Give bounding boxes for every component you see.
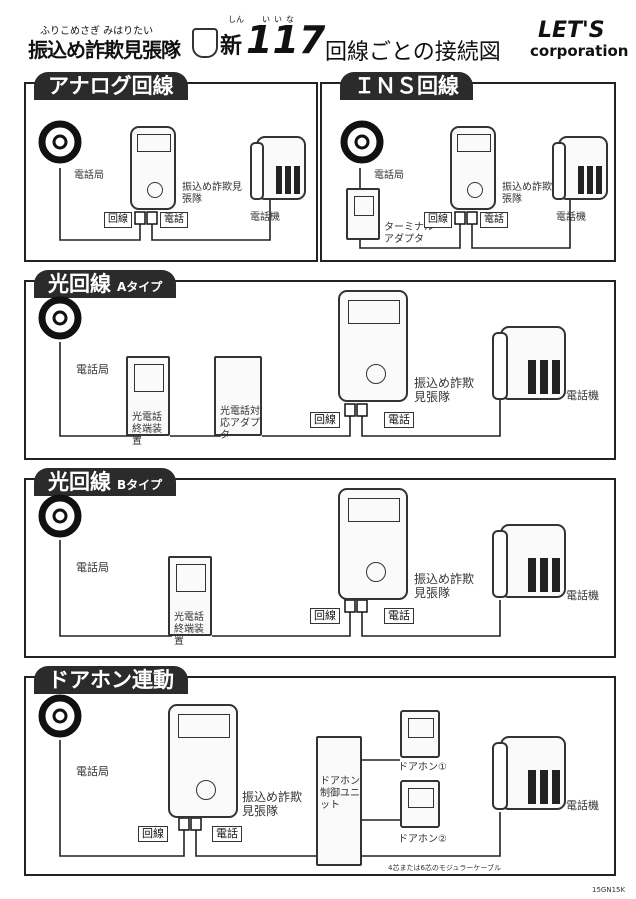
hikari-b-line-port: 回線: [310, 608, 340, 624]
hikari-b-unit: [338, 488, 408, 600]
ins-phone-port: 電話: [480, 212, 508, 228]
doorphone-1: [400, 710, 440, 758]
door-unit: [168, 704, 238, 818]
ins-phone: [552, 136, 608, 200]
ins-unit: [450, 126, 496, 210]
hikari-b-phone-port: 電話: [384, 608, 414, 624]
hikari-a-optical-adapter-label: 光電話対応アダプタ: [220, 406, 260, 441]
section-hikari-b-title: 光回線 Bタイプ: [34, 468, 177, 496]
hikari-b-phone-label: 電話機: [566, 589, 599, 602]
unit-screen: [178, 714, 230, 738]
hikari-b-optical-terminal: [168, 556, 212, 636]
doorphone-screen: [408, 788, 434, 808]
doorphone-control-unit: [316, 736, 362, 866]
company-logo-top: LET'S: [538, 18, 605, 43]
unit-speaker: [147, 182, 163, 198]
unit-speaker: [366, 364, 386, 384]
analog-station-label: 電話局: [74, 170, 104, 181]
handset: [492, 332, 508, 400]
hikari-a-station-label: 電話局: [76, 363, 109, 376]
section-hikari-a-subtitle: Aタイプ: [117, 280, 163, 294]
handset: [492, 530, 508, 598]
terminal-screen: [134, 364, 164, 392]
terminal-screen: [176, 564, 206, 592]
hikari-a-optical-terminal-label: 光電話終端装置: [132, 412, 162, 447]
hikari-a-unit: [338, 290, 408, 402]
unit-speaker: [196, 780, 216, 800]
handset: [250, 142, 264, 200]
unit-screen: [348, 300, 400, 324]
analog-phone: [250, 136, 306, 200]
hikari-a-optical-adapter: [214, 356, 262, 436]
keypad: [528, 558, 560, 592]
ins-station-label: 電話局: [374, 170, 404, 181]
doorphone-1-label: ドアホン①: [398, 762, 447, 773]
ins-terminal-adapter: [346, 188, 380, 240]
ins-line-port: 回線: [424, 212, 452, 228]
section-hikari-a-title-text: 光回線: [48, 272, 111, 296]
door-phone: [492, 736, 566, 810]
section-hikari-a-title: 光回線 Aタイプ: [34, 270, 177, 298]
hikari-b-unit-label: 振込め詐欺見張隊: [414, 572, 475, 600]
hikari-b-optical-terminal-label: 光電話終端装置: [174, 612, 204, 647]
cable-note: 4芯または6芯のモジュラーケーブル: [388, 864, 501, 872]
company-logo-bottom: corporation: [530, 42, 629, 60]
unit-screen: [457, 134, 491, 152]
hikari-a-optical-terminal: [126, 356, 170, 436]
brand-logo: 振込め詐欺見張隊: [28, 38, 181, 62]
hikari-b-station-label: 電話局: [76, 561, 109, 574]
analog-phone-label: 電話機: [250, 212, 280, 223]
keypad: [578, 166, 604, 194]
hikari-a-phone: [492, 326, 566, 400]
section-ins-title-text: ＩＮＳ回線: [354, 74, 459, 98]
analog-unit: [130, 126, 176, 210]
section-hikari-b-subtitle: Bタイプ: [117, 478, 163, 492]
ins-phone-label: 電話機: [556, 212, 586, 223]
diagram-title: 回線ごとの接続図: [325, 40, 501, 65]
door-station-label: 電話局: [76, 765, 109, 778]
keypad: [276, 166, 302, 194]
ins-unit-label: 振込め詐欺見張隊: [502, 182, 562, 205]
footer-code: 15GN15K: [592, 886, 626, 894]
keypad: [528, 360, 560, 394]
unit-speaker: [467, 182, 483, 198]
doorphone-2-label: ドアホン②: [398, 834, 447, 845]
adapter-screen: [354, 196, 374, 216]
unit-speaker: [366, 562, 386, 582]
section-door-title: ドアホン連動: [34, 666, 188, 694]
unit-screen: [348, 498, 400, 522]
hikari-a-unit-label: 振込め詐欺見張隊: [414, 376, 475, 404]
brand-kana: ふりこめさぎ みはりたい: [40, 26, 154, 37]
door-phone-label: 電話機: [566, 799, 599, 812]
analog-phone-port: 電話: [160, 212, 188, 228]
hikari-a-phone-label: 電話機: [566, 389, 599, 402]
section-hikari-b-title-text: 光回線: [48, 470, 111, 494]
analog-line-port: 回線: [104, 212, 132, 228]
section-ins-title: ＩＮＳ回線: [340, 72, 473, 100]
handset: [552, 142, 566, 200]
doorphone-control-unit-label: ドアホン制御ユニット: [320, 776, 360, 811]
ins-terminal-adapter-label: ターミナルアダプタ: [384, 222, 434, 245]
door-unit-label: 振込め詐欺見張隊: [242, 790, 303, 818]
hikari-a-line-port: 回線: [310, 412, 340, 428]
header: ふりこめさぎ みはりたい 振込め詐欺見張隊 しん いいな 新 117 回線ごとの…: [0, 0, 636, 70]
unit-screen: [137, 134, 171, 152]
hikari-b-phone: [492, 524, 566, 598]
keypad: [528, 770, 560, 804]
shin-ruby: しん: [228, 15, 244, 24]
handset: [492, 742, 508, 810]
door-phone-port: 電話: [212, 826, 242, 842]
doorphone-2: [400, 780, 440, 828]
shin-label: 新: [220, 34, 243, 59]
service-number: 117: [246, 18, 326, 62]
section-analog-title: アナログ回線: [34, 72, 188, 100]
doorphone-screen: [408, 718, 434, 738]
hikari-a-phone-port: 電話: [384, 412, 414, 428]
analog-unit-label: 振込め詐欺見張隊: [182, 182, 242, 205]
shield-icon: [192, 28, 218, 58]
number-ruby: いいな: [262, 15, 298, 24]
section-analog-title-text: アナログ回線: [48, 74, 174, 98]
section-door-title-text: ドアホン連動: [48, 668, 174, 692]
door-line-port: 回線: [138, 826, 168, 842]
